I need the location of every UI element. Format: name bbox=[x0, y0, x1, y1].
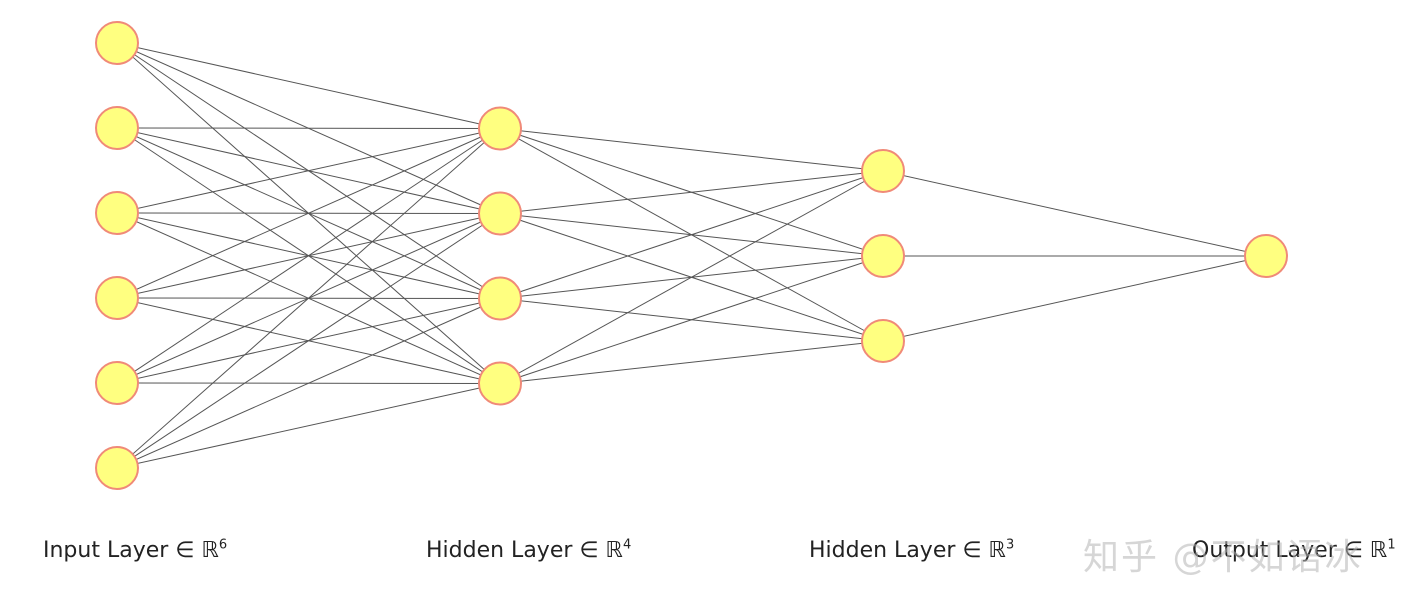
node-input-4 bbox=[95, 361, 139, 405]
edge-input-5-to-hidden-1-0 bbox=[116, 128, 501, 469]
edge-input-1-to-hidden-1-0 bbox=[116, 127, 501, 129]
node-hidden-1-2 bbox=[478, 276, 522, 321]
edge-input-0-to-hidden-1-0 bbox=[116, 42, 501, 129]
watermark: 知乎 @不如语冰 bbox=[1083, 537, 1363, 578]
layer-label-hidden-1: Hidden Layer ∈ ℝ4 bbox=[426, 537, 632, 563]
edge-input-2-to-hidden-1-0 bbox=[116, 128, 501, 214]
node-input-1 bbox=[95, 106, 139, 150]
edge-hidden-1-2-to-hidden-2-0 bbox=[499, 170, 884, 299]
node-input-5 bbox=[95, 446, 139, 490]
node-hidden-2-1 bbox=[861, 234, 905, 278]
node-hidden-2-2 bbox=[861, 319, 905, 363]
edge-input-5-to-hidden-1-2 bbox=[116, 298, 501, 469]
edge-hidden-2-0-to-output-0 bbox=[882, 170, 1267, 257]
edge-hidden-1-3-to-hidden-2-1 bbox=[499, 255, 884, 384]
edge-hidden-1-3-to-hidden-2-0 bbox=[499, 170, 884, 384]
edge-input-3-to-hidden-1-0 bbox=[116, 128, 501, 299]
edge-input-4-to-hidden-1-0 bbox=[116, 128, 501, 384]
layer-label-output: Output Layer ∈ ℝ1 bbox=[1192, 537, 1396, 563]
edges bbox=[116, 42, 1267, 469]
edge-hidden-1-1-to-hidden-2-0 bbox=[499, 170, 884, 214]
layer-label-input: Input Layer ∈ ℝ6 bbox=[43, 537, 228, 563]
nodes bbox=[95, 21, 1288, 490]
node-output-0 bbox=[1244, 234, 1288, 278]
edge-hidden-2-2-to-output-0 bbox=[882, 255, 1267, 342]
node-input-3 bbox=[95, 276, 139, 320]
edge-input-5-to-hidden-1-1 bbox=[116, 213, 501, 469]
node-input-0 bbox=[95, 21, 139, 65]
node-hidden-1-1 bbox=[478, 191, 522, 236]
edge-input-5-to-hidden-1-3 bbox=[116, 383, 501, 469]
node-hidden-2-0 bbox=[861, 149, 905, 193]
node-hidden-1-0 bbox=[478, 106, 522, 151]
layer-label-hidden-2: Hidden Layer ∈ ℝ3 bbox=[809, 537, 1015, 563]
edge-hidden-1-3-to-hidden-2-2 bbox=[499, 340, 884, 384]
node-input-2 bbox=[95, 191, 139, 235]
edge-hidden-1-0-to-hidden-2-0 bbox=[499, 128, 884, 172]
node-hidden-1-3 bbox=[478, 361, 522, 406]
